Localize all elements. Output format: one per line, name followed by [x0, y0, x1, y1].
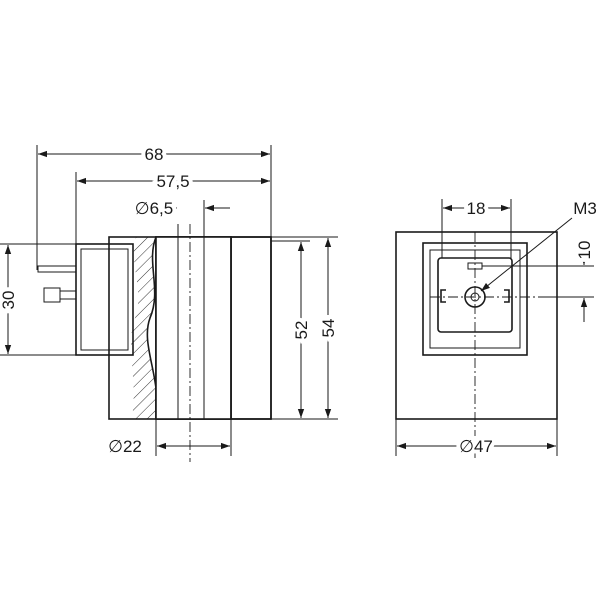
dim-body-diameter: ∅47: [459, 437, 493, 456]
dim-body-length: 57,5: [156, 172, 189, 191]
connector-terminal: [43, 287, 61, 303]
dim-connector-width: 18: [467, 199, 486, 218]
connector-inner: [80, 248, 129, 351]
connector-pin-top: [37, 265, 77, 273]
connector-right-pin: [504, 289, 510, 303]
front-body-outline: [395, 231, 558, 420]
connector-left-pin: [440, 289, 446, 303]
dim-bore-height: 52: [292, 321, 311, 340]
front-view-dimensions: 18 M3 10 ∅47: [395, 195, 598, 460]
leader-m3: [480, 217, 573, 292]
dim-overall-length: 68: [145, 145, 164, 164]
side-view: [37, 200, 272, 420]
dim-bore-diameter: ∅6,5: [135, 199, 173, 218]
side-view-dimensions: 68 57,5 ∅6,5 30 52 54 ∅22: [0, 141, 342, 462]
dim-screw-offset: 10: [575, 241, 594, 260]
connector-terminal-stem: [59, 290, 77, 300]
dim-connector-height: 30: [0, 291, 18, 310]
dim-overall-height: 54: [319, 319, 338, 338]
bore-cylinder-fill: [155, 236, 232, 420]
right-hatched-section: [230, 236, 272, 420]
left-hatched-section: [131, 237, 158, 419]
connector-housing: [75, 243, 134, 356]
dim-screw-thread: M3: [573, 199, 597, 218]
dim-bore-outer-diameter: ∅22: [108, 437, 142, 456]
